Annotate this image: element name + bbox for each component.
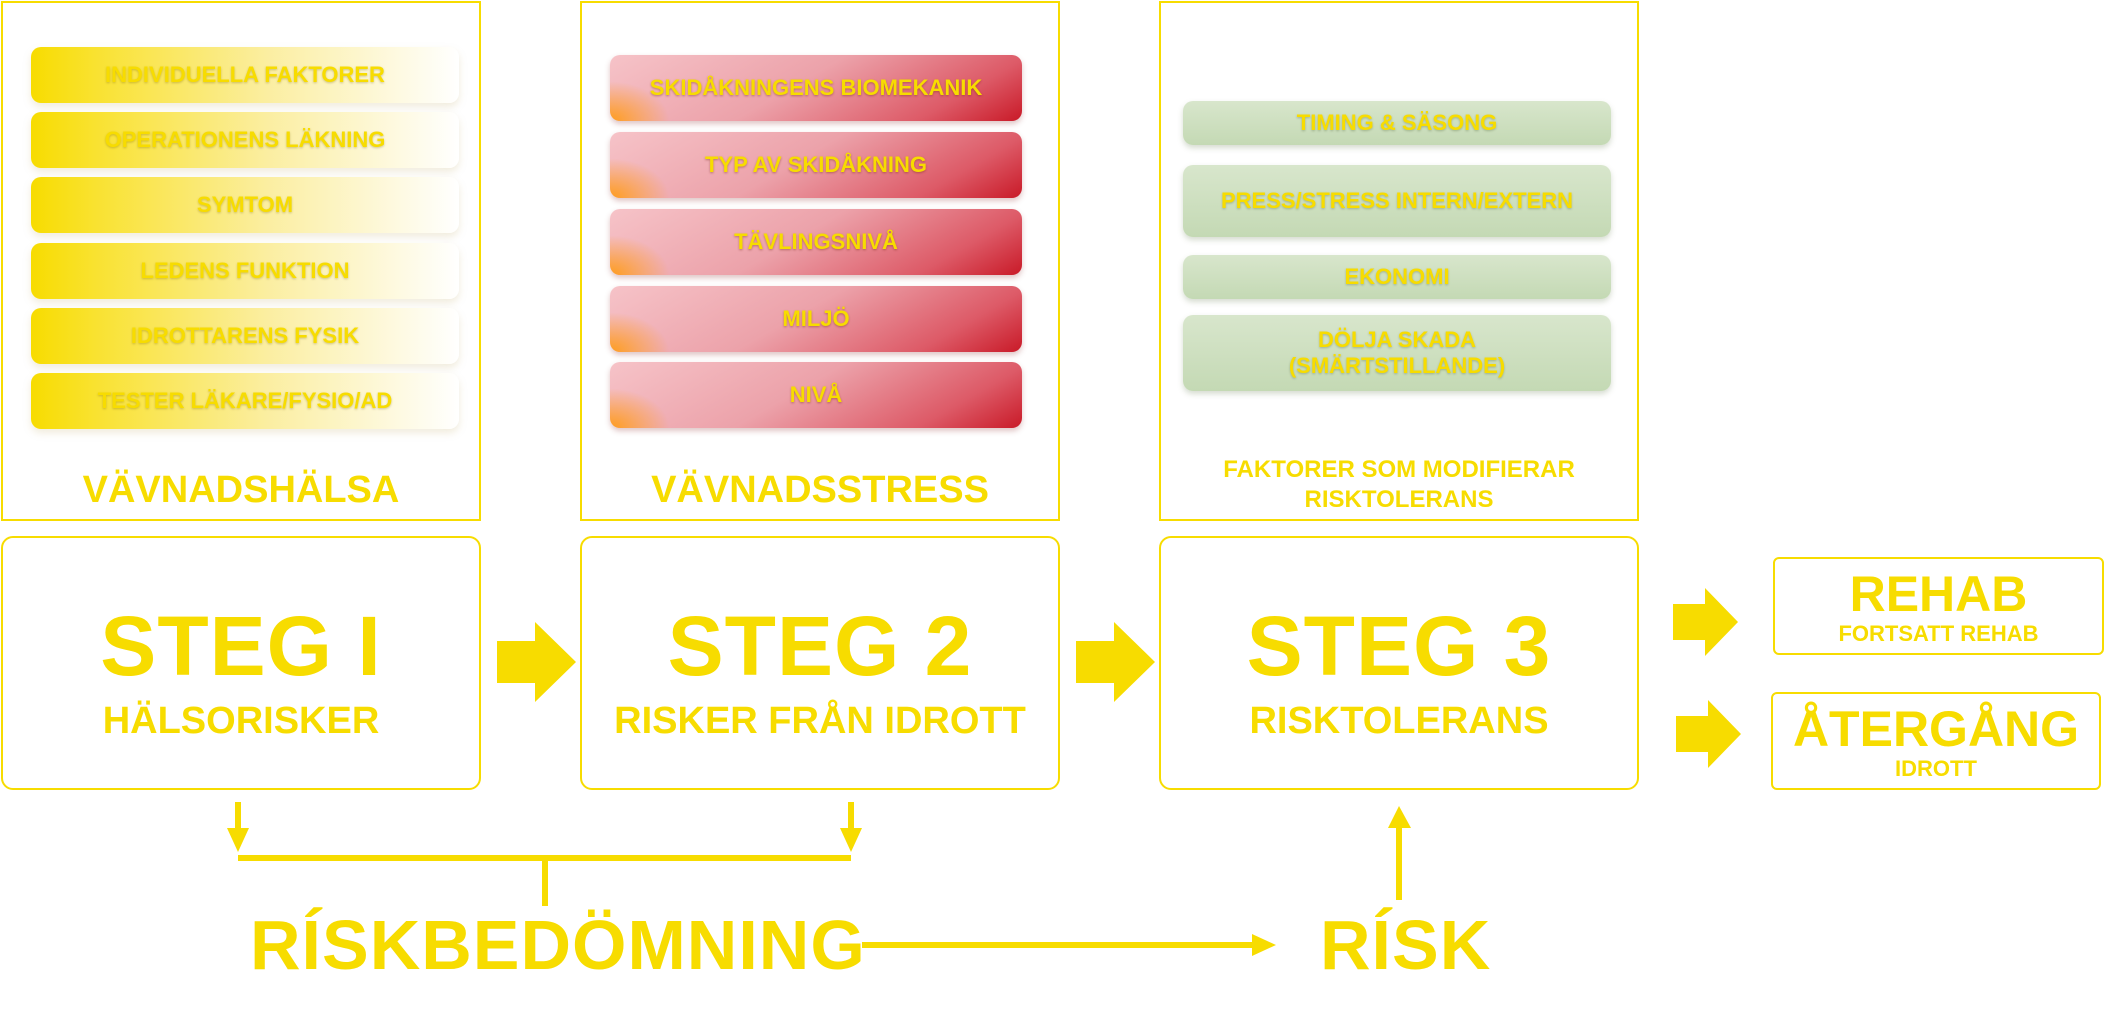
panel-title: VÄVNADSSTRESS (651, 469, 989, 511)
arrow-right-icon (1076, 622, 1155, 702)
list-item-label: TÄVLINGSNIVÅ (734, 229, 898, 254)
panel-title: FAKTORER SOM MODIFIERAR RISKTOLERANS (1161, 455, 1637, 515)
list-item: TIMING & SÄSONG (1183, 101, 1611, 145)
panel-vavnadshalsa: INDIVIDUELLA FAKTORER OPERATIONENS LÄKNI… (1, 1, 481, 521)
list-item: MILJÖ (610, 286, 1022, 352)
step-title: STEG I (100, 599, 382, 693)
step-subtitle: RISKER FRÅN IDROTT (614, 700, 1026, 742)
outcome-title: REHAB (1849, 566, 2028, 622)
step-2-box: STEG 2 RISKER FRÅN IDROTT (580, 536, 1060, 790)
risk-label: RÍSK (1320, 906, 1492, 984)
list-item: DÖLJA SKADA (SMÄRTSTILLANDE) (1183, 315, 1611, 391)
step-subtitle: RISKTOLERANS (1249, 700, 1549, 742)
arrow-right-icon (1673, 588, 1738, 656)
arrow-right-icon (1252, 934, 1276, 956)
outcome-subtitle: FORTSATT REHAB (1838, 621, 2039, 646)
outcome-rehab-box: REHAB FORTSATT REHAB (1773, 557, 2104, 655)
list-item: TÄVLINGSNIVÅ (610, 209, 1022, 275)
list-item: LEDENS FUNKTION (31, 243, 459, 299)
panel-title-line: RISKTOLERANS (1304, 486, 1494, 513)
step-title: STEG 2 (667, 599, 973, 693)
panel-title-line: FAKTORER SOM MODIFIERAR (1223, 456, 1575, 483)
outcome-subtitle: IDROTT (1895, 756, 1977, 781)
list-item: EKONOMI (1183, 255, 1611, 299)
list-item: TESTER LÄKARE/FYSIO/AD (31, 373, 459, 429)
list-item-label: MILJÖ (782, 306, 850, 331)
list-item-label: TYP AV SKIDÅKNING (704, 152, 928, 177)
arrow-right-icon (497, 622, 576, 702)
list-item: TYP AV SKIDÅKNING (610, 132, 1022, 198)
arrow-right-icon (1676, 700, 1741, 768)
outcome-atergang-box: ÅTERGÅNG IDROTT (1771, 692, 2101, 790)
list-item: SYMTOM (31, 177, 459, 233)
list-item: SKIDÅKNINGENS BIOMEKANIK (610, 55, 1022, 121)
list-item: INDIVIDUELLA FAKTORER (31, 47, 459, 103)
arrow-up-icon (1388, 806, 1411, 828)
panel-title: VÄVNADSHÄLSA (82, 469, 400, 511)
arrow-down-icon (227, 828, 249, 852)
riskbedomning-label: RÍSKBEDÖMNING (250, 906, 866, 984)
arrow-down-icon (840, 828, 862, 852)
step-subtitle: HÄLSORISKER (102, 700, 380, 742)
step-3-box: STEG 3 RISKTOLERANS (1159, 536, 1639, 790)
list-item-label: SKIDÅKNINGENS BIOMEKANIK (649, 75, 983, 100)
panel-risktolerans-faktorer: TIMING & SÄSONG PRESS/STRESS INTERN/EXTE… (1159, 1, 1639, 521)
step-1-box: STEG I HÄLSORISKER (1, 536, 481, 790)
panel-vavnadsstress: SKIDÅKNINGENS BIOMEKANIK TYP AV SKIDÅKNI… (580, 1, 1060, 521)
step-title: STEG 3 (1246, 599, 1552, 693)
outcome-title: ÅTERGÅNG (1792, 701, 2080, 757)
list-item: NIVÅ (610, 362, 1022, 428)
list-item: IDROTTARENS FYSIK (31, 308, 459, 364)
list-item-label: NIVÅ (789, 382, 843, 407)
list-item: PRESS/STRESS INTERN/EXTERN (1183, 165, 1611, 237)
list-item: OPERATIONENS LÄKNING (31, 112, 459, 168)
